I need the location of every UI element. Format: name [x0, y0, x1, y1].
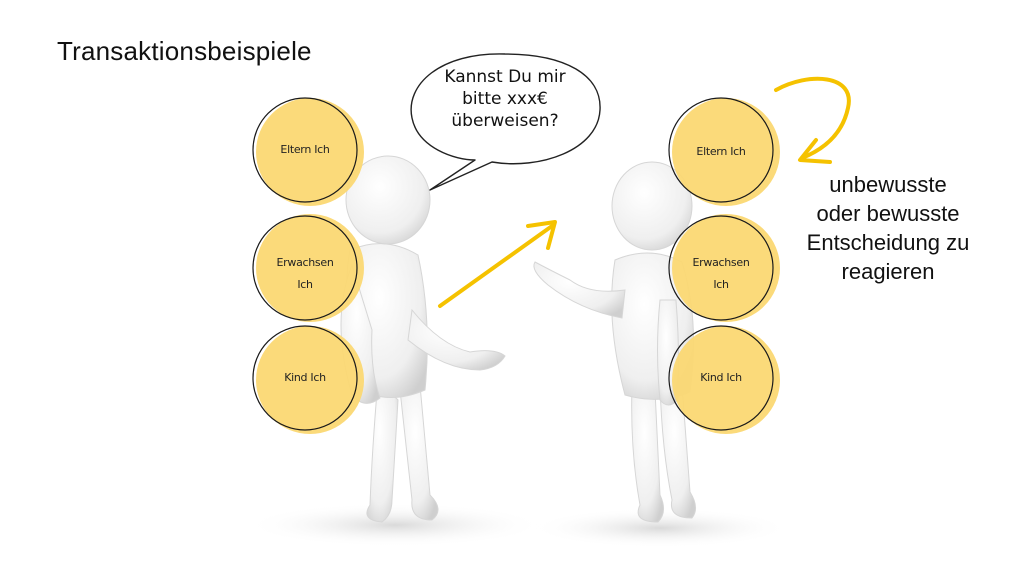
left-figure-shadow [245, 503, 545, 547]
left-person-figure [340, 155, 506, 523]
transaction-arrow [438, 220, 557, 308]
right-erwachsen-ich-label: Erwachsen Ich [692, 256, 750, 291]
speech-bubble [410, 53, 601, 191]
speech-bubble-text: Kannst Du mir bitte xxx€ überweisen? [420, 66, 590, 132]
right-kind-ich-label: Kind Ich [700, 371, 742, 384]
slide-title: Transaktionsbeispiele [57, 36, 312, 66]
left-eltern-ich-label: Eltern Ich [280, 143, 330, 156]
bubble-line: bitte xxx€ [462, 89, 548, 109]
decision-curved-arrow [774, 76, 851, 164]
bubble-line: überweisen? [451, 111, 559, 131]
left-erwachsen-ich-label: Erwachsen Ich [276, 256, 334, 291]
left-circles [252, 97, 364, 434]
right-eltern-ich-label: Eltern Ich [696, 145, 746, 158]
right-circles [668, 97, 780, 434]
bubble-line: Kannst Du mir [444, 67, 566, 87]
decision-note: unbewusste oder bewusste Entscheidung zu… [806, 172, 970, 284]
right-person-figure [533, 161, 696, 523]
left-kind-ich-label: Kind Ich [284, 371, 326, 384]
right-figure-shadow [530, 508, 790, 548]
